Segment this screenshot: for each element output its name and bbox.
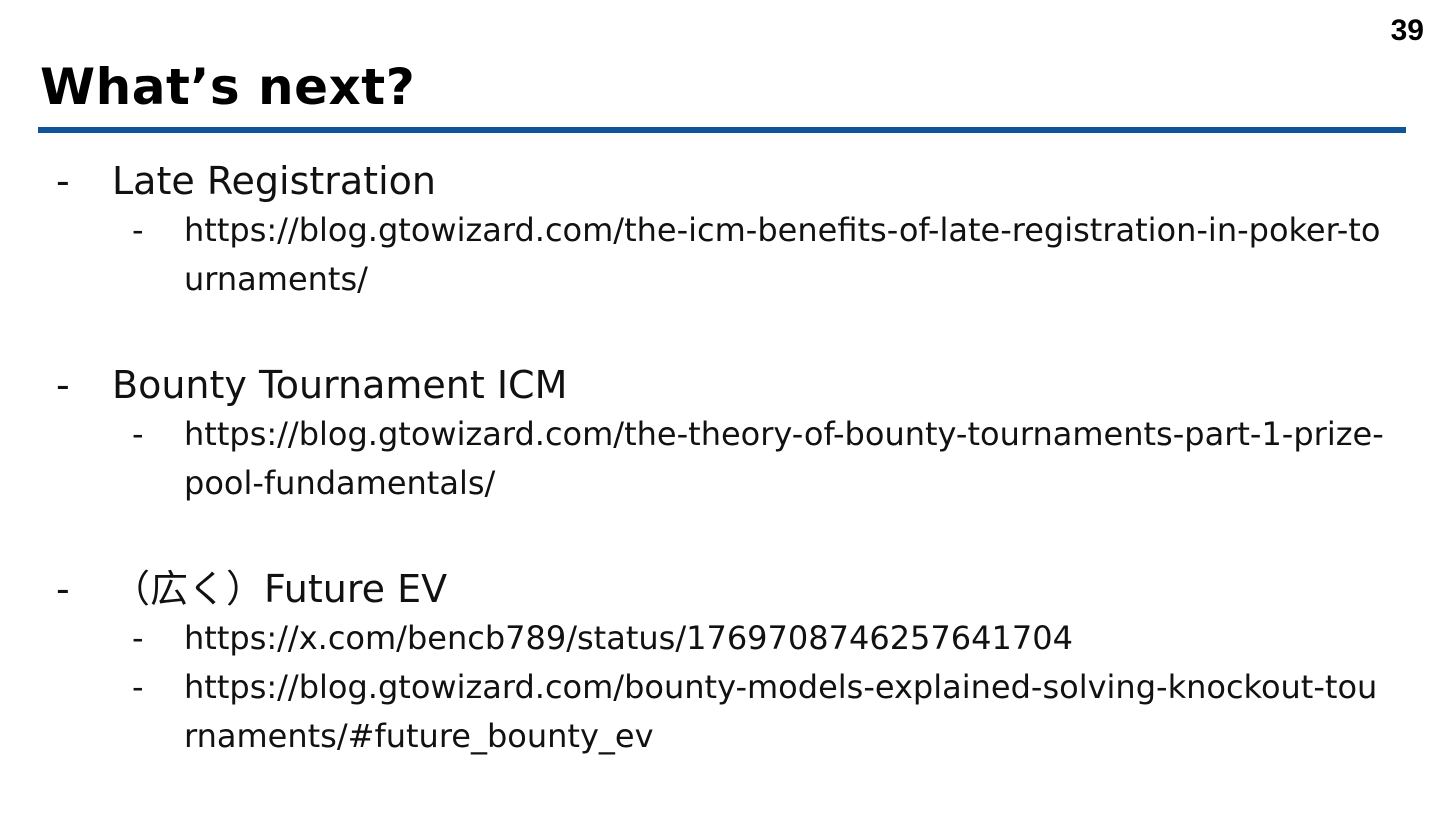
link-text[interactable]: https://blog.gtowizard.com/bounty-models… bbox=[184, 668, 1378, 755]
bullet-label: Bounty Tournament ICM bbox=[112, 363, 568, 407]
link-text[interactable]: https://blog.gtowizard.com/the-icm-benef… bbox=[184, 211, 1381, 298]
bullet-dash: - bbox=[56, 567, 70, 611]
title-divider bbox=[38, 127, 1406, 133]
link-text[interactable]: https://x.com/bencb789/status/1769708746… bbox=[184, 619, 1073, 657]
bullet-item: - Late Registration bbox=[56, 156, 1406, 206]
bullet-dash: - bbox=[132, 415, 144, 453]
bullet-dash: - bbox=[132, 211, 144, 249]
bullet-dash: - bbox=[56, 159, 70, 203]
section-future-ev: - （広く）Future EV - https://x.com/bencb789… bbox=[56, 564, 1406, 761]
bullet-list: - Late Registration - https://blog.gtowi… bbox=[56, 156, 1406, 817]
section-bounty-icm: - Bounty Tournament ICM - https://blog.g… bbox=[56, 360, 1406, 508]
bullet-dash: - bbox=[56, 363, 70, 407]
sub-bullet-item: - https://blog.gtowizard.com/bounty-mode… bbox=[132, 663, 1406, 761]
sub-bullet-item: - https://blog.gtowizard.com/the-icm-ben… bbox=[132, 206, 1406, 304]
bullet-item: - （広く）Future EV bbox=[56, 564, 1406, 614]
bullet-dash: - bbox=[132, 668, 144, 706]
sub-bullet-list: - https://x.com/bencb789/status/17697087… bbox=[132, 614, 1406, 761]
sub-bullet-item: - https://blog.gtowizard.com/the-theory-… bbox=[132, 410, 1406, 508]
section-late-registration: - Late Registration - https://blog.gtowi… bbox=[56, 156, 1406, 304]
bullet-label: （広く）Future EV bbox=[112, 567, 448, 611]
bullet-dash: - bbox=[132, 619, 144, 657]
bullet-item: - Bounty Tournament ICM bbox=[56, 360, 1406, 410]
slide-title: What’s next? bbox=[40, 58, 416, 116]
link-text[interactable]: https://blog.gtowizard.com/the-theory-of… bbox=[184, 415, 1384, 502]
page-number: 39 bbox=[1390, 14, 1424, 47]
sub-bullet-list: - https://blog.gtowizard.com/the-icm-ben… bbox=[132, 206, 1406, 304]
sub-bullet-item: - https://x.com/bencb789/status/17697087… bbox=[132, 614, 1406, 663]
sub-bullet-list: - https://blog.gtowizard.com/the-theory-… bbox=[132, 410, 1406, 508]
bullet-label: Late Registration bbox=[112, 159, 436, 203]
